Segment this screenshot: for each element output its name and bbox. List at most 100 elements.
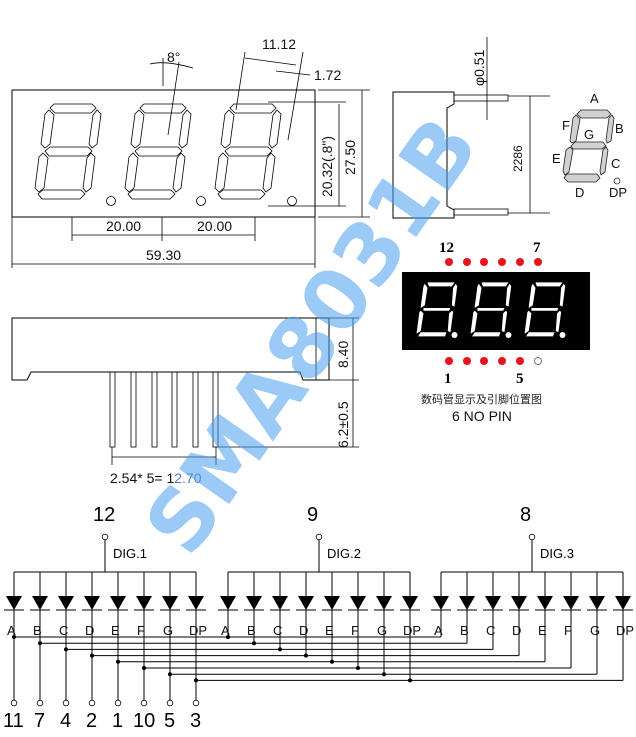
led-diode-f <box>347 595 369 611</box>
segment-label: A <box>434 623 443 638</box>
segment-label: B <box>33 623 42 638</box>
pin-length-label: 6.2±0.5 <box>335 401 351 448</box>
segment-label: G <box>590 623 600 638</box>
segment-label: A <box>7 623 16 638</box>
segment-label: DP <box>403 623 421 638</box>
digit-label: DIG.2 <box>327 546 361 561</box>
segment-pin-number: 10 <box>133 710 155 732</box>
segment-pin-number: 7 <box>34 710 45 732</box>
segment-label-a: A <box>590 91 599 106</box>
pin-label-5: 5 <box>516 371 524 387</box>
segment-label: E <box>538 623 547 638</box>
front-digit-3 <box>214 103 282 200</box>
segment-pin-terminal <box>114 699 122 707</box>
segment-label: C <box>486 623 495 638</box>
led-diode-f <box>133 595 155 611</box>
spacing-left-label: 20.00 <box>106 218 141 234</box>
led-diode-g <box>586 595 608 611</box>
led-diode-b <box>456 595 478 611</box>
led-diode-e <box>107 595 129 611</box>
segment-label-b: B <box>615 121 624 136</box>
body-height-label: 27.50 <box>342 140 358 175</box>
segment-label: B <box>247 623 256 638</box>
led-diode-c <box>55 595 77 611</box>
segment-map: A B C D E F G DP <box>552 91 627 200</box>
led-diode-e <box>321 595 343 611</box>
led-diode-d <box>81 595 103 611</box>
front-view: 8° 11.12 1.72 20.32(.8") 27.50 20.00 20.… <box>11 36 370 268</box>
led-diode-c <box>482 595 504 611</box>
common-pin-label: 12 <box>93 504 115 526</box>
led-diode-d <box>295 595 317 611</box>
digit-label: DIG.1 <box>113 546 147 561</box>
segment-label: C <box>59 623 68 638</box>
pin-pitch-label: 2.54* 5= 12.70 <box>110 470 202 486</box>
led-diode-dp <box>185 595 207 611</box>
led-diode-a <box>3 595 25 611</box>
segment-label: D <box>512 623 521 638</box>
led-diode-a <box>430 595 452 611</box>
segment-pin-terminal <box>62 699 70 707</box>
common-pin-label: 8 <box>520 504 531 526</box>
segment-pin-number: 11 <box>3 710 24 732</box>
bottom-view: 8.40 6.2±0.5 2.54* 5= 12.70 <box>11 317 359 486</box>
led-diode-dp <box>612 595 634 611</box>
segment-label: F <box>351 623 359 638</box>
decimal-point-2 <box>196 196 206 206</box>
segment-label-e: E <box>552 151 561 166</box>
segment-label-dp: DP <box>609 185 627 200</box>
pin-label-7: 7 <box>533 240 541 256</box>
segment-label: B <box>460 623 469 638</box>
pin-label-1: 1 <box>444 371 452 387</box>
led-diode-b <box>243 595 265 611</box>
no-pin-note: 6 NO PIN <box>452 408 512 424</box>
segment-label-g: G <box>584 127 594 142</box>
segment-label: G <box>163 623 173 638</box>
segment-pin-number: 4 <box>60 710 71 732</box>
common-pin-terminal <box>315 533 323 541</box>
decimal-point-1 <box>106 196 116 206</box>
segment-pin-number: 1 <box>112 710 123 732</box>
segment-pin-terminal <box>36 699 44 707</box>
top-pin-dots <box>445 258 542 266</box>
digit-label: DIG.3 <box>540 546 574 561</box>
common-pin-terminal <box>101 533 109 541</box>
display-body-outline <box>11 89 316 218</box>
spacing-right-label: 20.00 <box>197 218 232 234</box>
led-diode-b <box>29 595 51 611</box>
segment-label-d: D <box>575 185 584 200</box>
segment-pin-number: 5 <box>164 710 175 732</box>
body-depth-label: 8.40 <box>335 341 351 368</box>
angle-label: 8° <box>167 49 180 65</box>
segment-label: G <box>377 623 387 638</box>
segment-label-f: F <box>562 118 570 133</box>
pin-layout-view: 12 7 1 5 数码管显示及引脚位置图 6 NO PIN <box>402 240 590 424</box>
segment-label: D <box>85 623 94 638</box>
led-diode-d <box>508 595 530 611</box>
segment-width-label: 1.72 <box>314 67 341 83</box>
front-digit-2 <box>124 103 192 200</box>
digit-pitch-label: 11.12 <box>262 36 296 52</box>
segment-label: E <box>325 623 334 638</box>
segment-label: A <box>221 623 230 638</box>
front-digit-1 <box>34 103 102 200</box>
pin-diameter-label: φ0.51 <box>471 49 487 86</box>
segment-pin-terminal <box>88 699 96 707</box>
common-pin-label: 9 <box>307 504 318 526</box>
digit-height-label: 20.32(.8") <box>319 136 335 197</box>
side-view: φ0.51 2286 <box>392 37 550 219</box>
segment-pin-terminal <box>140 699 148 707</box>
segment-label-c: C <box>611 156 620 171</box>
segment-label: D <box>299 623 308 638</box>
led-diode-a <box>217 595 239 611</box>
pin-layout-caption: 数码管显示及引脚位置图 <box>421 392 542 406</box>
led-diode-c <box>269 595 291 611</box>
led-diode-dp <box>399 595 421 611</box>
segment-pin-terminal <box>192 699 200 707</box>
led-diode-g <box>159 595 181 611</box>
segment-pin-terminal <box>10 699 18 707</box>
segment-label: F <box>137 623 145 638</box>
bottom-body-outline <box>11 317 330 381</box>
